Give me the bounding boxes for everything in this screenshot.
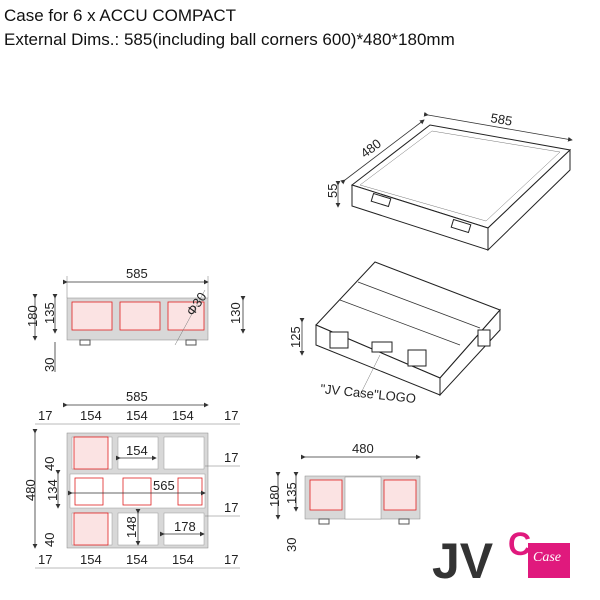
top-dim: 154: [126, 408, 148, 423]
dim-134: 134: [45, 479, 60, 501]
lid-height-dim: 55: [325, 184, 340, 198]
logo-text: JV: [432, 533, 494, 589]
top-view: 585 565 154 148 178 17 154 154 154 17 17…: [23, 389, 240, 569]
dim-178: 178: [174, 519, 196, 534]
bottom-dim: 154: [126, 552, 148, 567]
open-height-dim: 125: [288, 326, 303, 348]
top-dim: 154: [80, 408, 102, 423]
top-dim: 17: [38, 408, 52, 423]
front-inner-height-dim: 135: [42, 302, 57, 324]
dim-148: 148: [124, 516, 139, 538]
bottom-dim: 17: [224, 552, 238, 567]
logo-callout: "JV Case"LOGO: [320, 381, 417, 406]
front-view: 585 Φ30 180 135 130 30: [25, 266, 246, 372]
lid-width-dim: 480: [358, 136, 384, 161]
front-foot-height-dim: 30: [42, 358, 57, 372]
jv-case-logo: JV C Case: [432, 526, 570, 589]
open-case-iso-view: "JV Case"LOGO 125: [288, 261, 501, 406]
top-depth-dim: 480: [23, 479, 38, 501]
front-total-height-dim: 180: [25, 305, 40, 327]
side-foot-height-dim: 30: [284, 538, 299, 552]
side-total-height-dim: 180: [267, 485, 282, 507]
drawing-title: Case for 6 x ACCU COMPACT: [4, 6, 237, 25]
side-inner-height-dim: 135: [284, 482, 299, 504]
right-dim-17: 17: [224, 500, 238, 515]
lid-length-dim: 585: [489, 110, 513, 129]
svg-text:C: C: [508, 526, 531, 562]
top-width-dim: 585: [126, 389, 148, 404]
bottom-dim: 154: [172, 552, 194, 567]
dim-40: 40: [42, 457, 57, 471]
right-dim-17: 17: [224, 450, 238, 465]
lid-iso-view: 585 480 55: [325, 110, 573, 252]
dim-565: 565: [153, 478, 175, 493]
front-right-height-dim: 130: [228, 302, 243, 324]
dim-40: 40: [42, 533, 57, 547]
side-width-dim: 480: [352, 441, 374, 456]
logo-subtext: Case: [533, 550, 561, 565]
dim-inner-154: 154: [126, 443, 148, 458]
external-dims: External Dims.: 585(including ball corne…: [4, 30, 455, 49]
top-dim: 17: [224, 408, 238, 423]
bottom-dim: 154: [80, 552, 102, 567]
front-width-dim: 585: [126, 266, 148, 281]
side-view: 480 180 135 30: [267, 441, 421, 552]
bottom-dim: 17: [38, 552, 52, 567]
top-dim: 154: [172, 408, 194, 423]
